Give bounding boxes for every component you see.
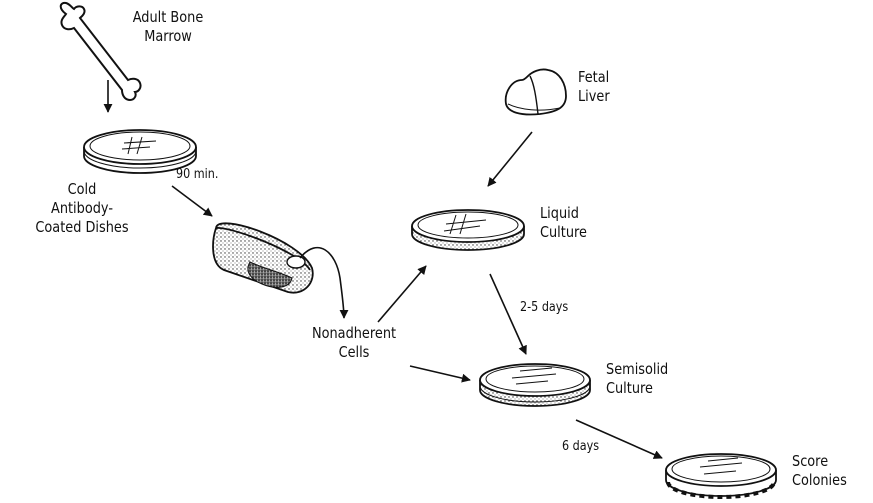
label-semisolid-culture-line-1: Semisolid: [606, 360, 692, 379]
fetal-liver-icon: [506, 69, 566, 114]
label-liquid-culture-line-1: Liquid: [540, 204, 609, 223]
label-2-5-days: 2-5 days: [520, 298, 597, 317]
label-fetal-liver-line-2: Liver: [578, 87, 630, 106]
label-6-days-line-1: 6 days: [562, 437, 622, 456]
label-fetal-liver-line-1: Fetal: [578, 68, 630, 87]
label-cold-antibody-coated-dishes-line-3: Coated Dishes: [22, 218, 142, 237]
label-adult-bone-marrow-line-1: Adult Bone: [116, 8, 219, 27]
label-cold-antibody-coated-dishes-line-1: Cold: [22, 180, 142, 199]
label-6-days: 6 days: [562, 437, 622, 456]
label-semisolid-culture-line-2: Culture: [606, 379, 692, 398]
arrow-liver-to-liquid: [488, 132, 532, 186]
arrow-dish-to-tilted-dish: [172, 186, 212, 216]
label-adult-bone-marrow-line-2: Marrow: [116, 27, 219, 46]
label-nonadherent-cells-line-2: Cells: [306, 343, 402, 362]
label-score-colonies-line-2: Colonies: [792, 471, 861, 490]
liquid-culture-dish-icon: [412, 210, 524, 250]
label-90-min-line-1: 90 min.: [176, 165, 236, 184]
label-2-5-days-line-1: 2-5 days: [520, 298, 597, 317]
label-90-min: 90 min.: [176, 165, 236, 184]
arrow-cells-to-semisolid: [410, 366, 470, 380]
tilted-dish-icon: [213, 223, 313, 292]
label-cold-antibody-coated-dishes-line-2: Antibody-: [22, 199, 142, 218]
label-nonadherent-cells-line-1: Nonadherent: [306, 324, 402, 343]
label-liquid-culture-line-2: Culture: [540, 223, 609, 242]
arrow-cells-to-liquid: [378, 266, 426, 322]
semisolid-culture-dish-icon: [480, 364, 590, 406]
score-colonies-dish-icon: [666, 454, 776, 497]
label-score-colonies-line-1: Score: [792, 452, 861, 471]
